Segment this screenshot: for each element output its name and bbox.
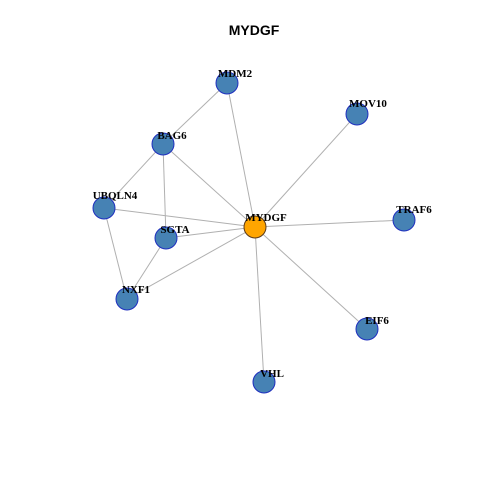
node-circle-traf6[interactable]	[392, 208, 416, 232]
node-eif6[interactable]: EIF6	[355, 315, 389, 341]
edge-mydgf-eif6	[254, 226, 368, 330]
node-label-mydgf: MYDGF	[245, 212, 287, 224]
node-ubqln4[interactable]: UBQLN4	[92, 190, 138, 220]
node-circle-ubqln4[interactable]	[92, 196, 116, 220]
node-nxf1[interactable]: NXF1	[115, 284, 150, 311]
edge-mydgf-vhl	[254, 226, 265, 383]
node-mdm2[interactable]: MDM2	[215, 68, 253, 95]
node-circle-nxf1[interactable]	[115, 287, 139, 311]
node-label-bag6: BAG6	[157, 130, 187, 142]
node-label-nxf1: NXF1	[122, 284, 150, 296]
node-sgta[interactable]: SGTA	[154, 224, 190, 250]
node-circle-sgta[interactable]	[154, 226, 178, 250]
node-label-mov10: MOV10	[349, 98, 387, 110]
graph-title: MYDGF	[229, 22, 280, 38]
edge-mydgf-traf6	[254, 219, 405, 228]
node-label-eif6: EIF6	[365, 315, 389, 327]
node-label-sgta: SGTA	[160, 224, 189, 236]
node-bag6[interactable]: BAG6	[151, 130, 187, 156]
node-circle-mdm2[interactable]	[215, 71, 239, 95]
edge-mydgf-mdm2	[226, 82, 256, 228]
node-circle-mydgf[interactable]	[243, 215, 267, 239]
node-label-ubqln4: UBQLN4	[93, 190, 138, 202]
edge-mydgf-ubqln4	[103, 207, 256, 228]
node-label-vhl: VHL	[260, 368, 284, 380]
node-label-traf6: TRAF6	[396, 204, 432, 216]
node-mydgf[interactable]: MYDGF	[243, 212, 287, 239]
edges-layer	[103, 82, 405, 383]
node-mov10[interactable]: MOV10	[345, 98, 387, 126]
edge-ubqln4-nxf1	[103, 207, 128, 300]
node-vhl[interactable]: VHL	[252, 368, 284, 394]
edge-mydgf-bag6	[162, 143, 256, 228]
edge-bag6-sgta	[162, 143, 167, 239]
edge-mydgf-nxf1	[126, 226, 256, 300]
node-circle-vhl[interactable]	[252, 370, 276, 394]
edge-sgta-nxf1	[126, 237, 167, 300]
edge-mydgf-sgta	[165, 226, 256, 239]
node-circle-bag6[interactable]	[151, 132, 175, 156]
node-label-mdm2: MDM2	[218, 68, 253, 80]
node-circle-mov10[interactable]	[345, 102, 369, 126]
node-circle-eif6[interactable]	[355, 317, 379, 341]
edge-mydgf-mov10	[254, 113, 358, 228]
edge-mdm2-bag6	[162, 82, 228, 145]
edge-bag6-ubqln4	[103, 143, 164, 209]
node-traf6[interactable]: TRAF6	[392, 204, 432, 232]
